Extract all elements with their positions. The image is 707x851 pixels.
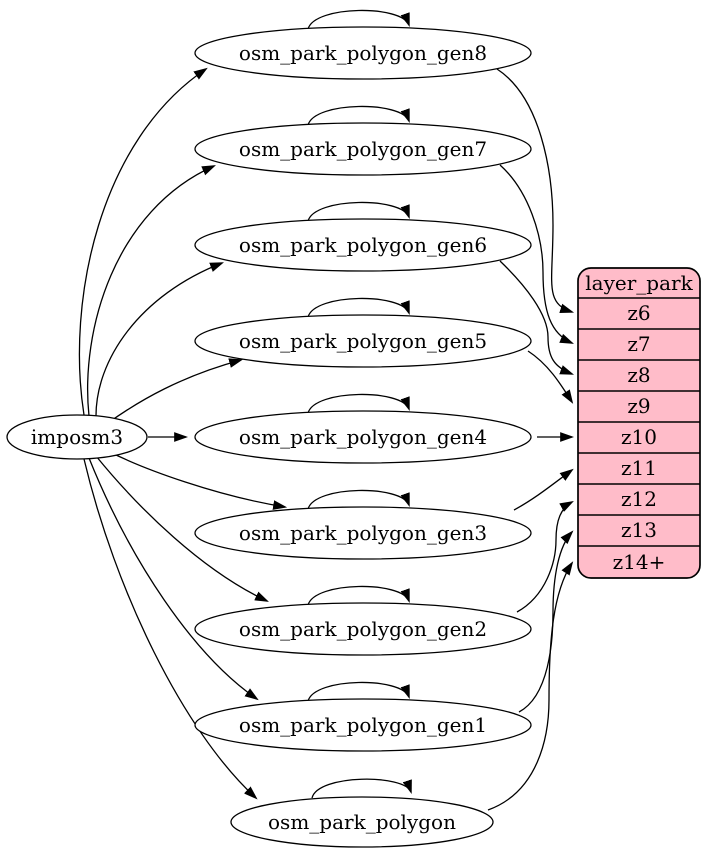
- edge-imposm3-to-gen8: [78, 67, 208, 416]
- edge-imposm3-to-gen7: [87, 165, 216, 417]
- edge-imposm3-to-gen5: [107, 358, 244, 424]
- self-loop-gen5: [307, 297, 410, 318]
- node-gen8-label: osm_park_polygon_gen8: [239, 41, 487, 65]
- row-z10: z10: [621, 425, 657, 449]
- layer-park-box: [577, 267, 701, 579]
- node-osm-park-polygon: osm_park_polygon: [230, 796, 494, 848]
- self-loop-gen6: [307, 201, 410, 222]
- node-gen5-label: osm_park_polygon_gen5: [239, 329, 487, 353]
- node-osm-park-polygon-gen4: osm_park_polygon_gen4: [194, 410, 532, 464]
- node-imposm3-shape: [6, 414, 148, 460]
- node-polygon-label: osm_park_polygon: [268, 810, 456, 834]
- layer-park-table: layer_park z6 z7 z8 z9 z10 z11 z12 z13 z…: [577, 267, 701, 579]
- self-loop-gen3: [307, 489, 410, 510]
- node-osm-park-polygon-gen2: osm_park_polygon_gen2: [194, 602, 532, 656]
- node-osm-park-polygon-gen3: osm_park_polygon_gen3: [194, 506, 532, 560]
- edge-gen3-to-z11: [513, 468, 574, 511]
- node-imposm3-label: imposm3: [31, 425, 123, 449]
- node-osm-park-polygon-gen8: osm_park_polygon_gen8: [194, 26, 532, 80]
- node-gen6-label: osm_park_polygon_gen6: [239, 233, 487, 257]
- self-loop-gen2: [307, 585, 410, 606]
- edge-gen2-to-z12: [516, 500, 574, 613]
- row-z11: z11: [621, 456, 657, 480]
- row-z9: z9: [627, 394, 650, 418]
- node-gen1-label: osm_park_polygon_gen1: [239, 713, 487, 737]
- node-gen4-label: osm_park_polygon_gen4: [239, 425, 487, 449]
- row-z14plus: z14+: [613, 550, 666, 574]
- edge-polygon-to-z14plus: [487, 561, 574, 811]
- edge-imposm3-to-gen2: [95, 455, 269, 602]
- node-gen2-shape: [194, 602, 532, 656]
- self-loop-gen1: [307, 681, 410, 702]
- node-gen8-shape: [194, 26, 532, 80]
- edge-imposm3-to-polygon: [83, 458, 258, 800]
- edge-gen5-to-z9: [527, 350, 574, 404]
- edge-imposm3-to-gen1: [88, 457, 259, 701]
- edges-from-source: [78, 67, 288, 800]
- self-loops: [307, 9, 412, 799]
- row-z13: z13: [621, 518, 657, 542]
- self-loop-gen8: [307, 9, 410, 30]
- edge-imposm3-to-gen6: [95, 262, 225, 419]
- edge-imposm3-to-gen3: [107, 450, 288, 510]
- row-z6: z6: [627, 301, 650, 325]
- node-gen6-shape: [194, 218, 532, 272]
- edge-gen7-to-z7: [499, 164, 574, 344]
- node-gen7-label: osm_park_polygon_gen7: [239, 137, 487, 161]
- node-imposm3: imposm3: [6, 414, 148, 460]
- node-osm-park-polygon-gen7: osm_park_polygon_gen7: [194, 122, 532, 176]
- node-gen1-shape: [194, 698, 532, 752]
- node-osm-park-polygon-gen1: osm_park_polygon_gen1: [194, 698, 532, 752]
- edge-gen8-to-z6: [496, 68, 575, 313]
- node-osm-park-polygon-gen6: osm_park_polygon_gen6: [194, 218, 532, 272]
- node-osm-park-polygon-gen5: osm_park_polygon_gen5: [194, 314, 532, 368]
- self-loop-polygon: [311, 778, 412, 799]
- row-z7: z7: [627, 332, 650, 356]
- node-polygon-shape: [230, 796, 494, 848]
- node-gen2-label: osm_park_polygon_gen2: [239, 617, 487, 641]
- edges-to-layer: [487, 68, 575, 811]
- row-z12: z12: [621, 487, 657, 511]
- self-loop-gen4: [307, 393, 410, 414]
- edge-gen6-to-z8: [499, 260, 575, 375]
- node-gen7-shape: [194, 122, 532, 176]
- layer-park-title: layer_park: [585, 271, 693, 295]
- node-gen3-label: osm_park_polygon_gen3: [239, 521, 487, 545]
- edge-gen1-to-z13: [518, 530, 574, 713]
- self-loop-gen7: [307, 105, 410, 126]
- row-z8: z8: [627, 363, 650, 387]
- node-gen3-shape: [194, 506, 532, 560]
- node-gen4-shape: [194, 410, 532, 464]
- node-gen5-shape: [194, 314, 532, 368]
